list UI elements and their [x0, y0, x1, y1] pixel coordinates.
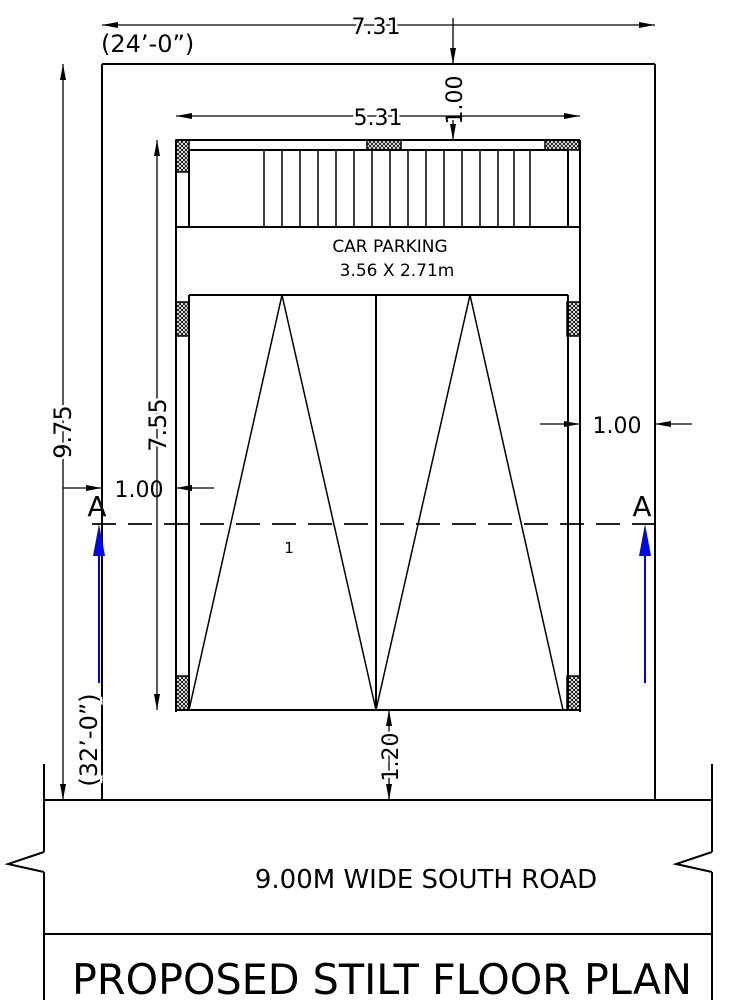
column: [366, 139, 402, 151]
dim-inner-depth-label: 7.55: [144, 398, 172, 451]
column: [175, 301, 190, 337]
dim-side-setback-left-label: 1.00: [115, 478, 164, 503]
dim-inner-width-label: 5.31: [354, 106, 403, 131]
building-outline: [175, 139, 581, 712]
car-parking-area: [188, 294, 568, 711]
dim-side-setback-right-label: 1.00: [593, 414, 642, 439]
plot-boundary: [101, 63, 656, 800]
section-arrow-left: [93, 524, 105, 683]
dim-front-setback: [386, 710, 392, 800]
dim-plot-width-label: 7.31: [352, 15, 401, 40]
road-label: 9.00M WIDE SOUTH ROAD: [255, 865, 597, 895]
section-marker-left: A: [87, 490, 106, 523]
column: [566, 301, 581, 337]
staircase: [263, 150, 531, 227]
grid-label: 1: [284, 539, 294, 557]
section-marker-right: A: [632, 490, 651, 523]
room-size: 3.56 X 2.71m: [340, 261, 455, 281]
dim-plot-width: [102, 22, 655, 28]
dim-inner-depth: [154, 140, 160, 710]
dim-rear-setback: [450, 18, 456, 140]
column: [566, 675, 581, 711]
dim-front-setback-label: 1.20: [379, 733, 404, 782]
dim-side-setback-right: [540, 421, 692, 427]
section-arrow-right: [639, 524, 651, 683]
dim-plot-depth: [60, 64, 66, 800]
column: [175, 675, 190, 711]
room-label: CAR PARKING: [332, 237, 447, 257]
drawing-title: PROPOSED STILT FLOOR PLAN: [72, 955, 692, 1004]
dim-plot-depth-label: 9.75: [49, 405, 77, 458]
dim-plot-width-ft-label: (24’-0”): [101, 30, 194, 58]
dim-side-setback-left: [63, 485, 214, 491]
columns: [175, 139, 581, 711]
dim-inner-width: [176, 113, 580, 119]
column: [544, 139, 580, 151]
road: [4, 764, 713, 1000]
dim-plot-depth-ft-label: (32’-0”): [75, 693, 103, 786]
column: [175, 139, 190, 173]
dim-rear-setback-label: 1.00: [443, 76, 468, 125]
